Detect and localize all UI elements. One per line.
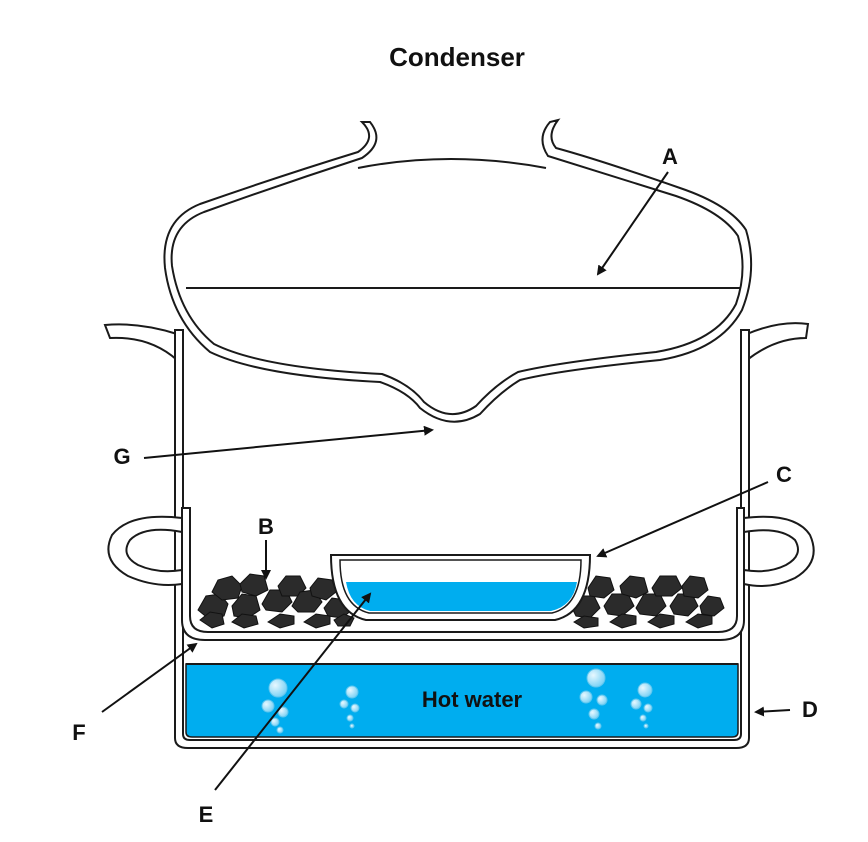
collecting-bowl: [329, 554, 592, 621]
hot-water-label: Hot water: [422, 687, 523, 712]
water-bubbles: [261, 668, 653, 734]
label-a: A: [662, 144, 678, 169]
inner-pot-handles: [107, 515, 815, 587]
inner-pot: [181, 507, 745, 641]
condenser-lid: [163, 118, 753, 423]
label-d: D: [802, 697, 818, 722]
arrow-f: [101, 642, 198, 713]
coal-left: [197, 573, 355, 629]
label-c: C: [776, 462, 792, 487]
arrow-d: [754, 706, 791, 717]
label-f: F: [72, 720, 85, 745]
arrow-g: [143, 425, 434, 459]
label-arrows: [101, 171, 791, 791]
arrow-e: [214, 592, 372, 791]
outer-pot: [174, 329, 750, 749]
coal-right: [571, 575, 725, 629]
label-e: E: [199, 802, 214, 827]
diagram-title: Condenser: [389, 42, 525, 72]
label-g: G: [113, 444, 130, 469]
pot-upper-handles: [103, 322, 810, 363]
arrow-a: [596, 171, 669, 276]
arrow-c: [596, 481, 769, 558]
label-b: B: [258, 514, 274, 539]
